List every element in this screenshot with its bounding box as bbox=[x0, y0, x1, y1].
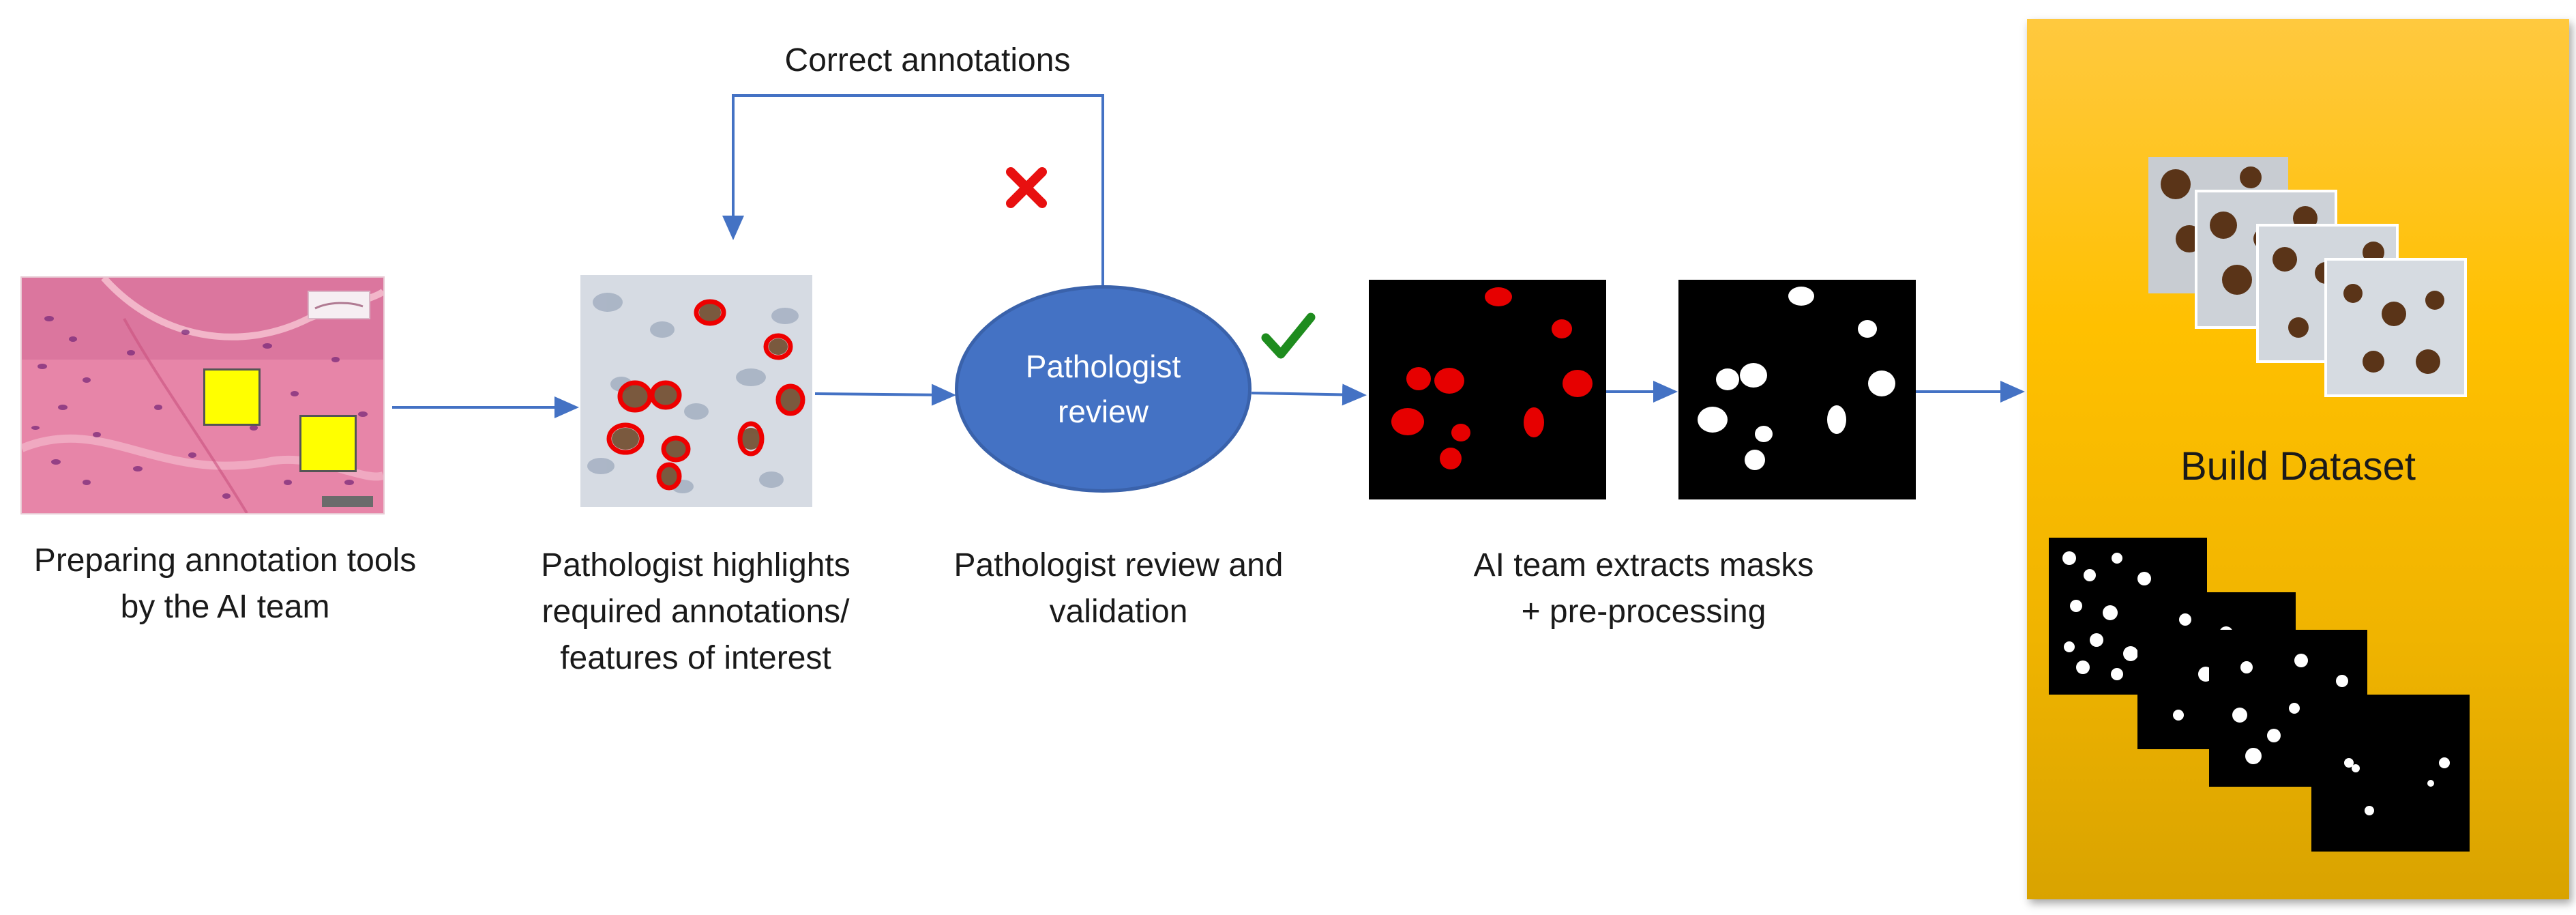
caption-prepare: Preparing annotation tools by the AI tea… bbox=[0, 538, 450, 630]
caption-highlight-line1: Pathologist highlights bbox=[541, 547, 850, 583]
dataset-image-stack bbox=[2148, 157, 2476, 403]
annotation-tool-square-2 bbox=[299, 415, 357, 472]
feedback-label: Correct annotations bbox=[784, 42, 1071, 78]
caption-prepare-line2: by the AI team bbox=[120, 589, 330, 625]
annotated-ihc-image bbox=[580, 275, 812, 507]
arrow-review-to-mask bbox=[1251, 383, 1367, 406]
cross-icon bbox=[1003, 164, 1050, 212]
dataset-mask-stack bbox=[2049, 538, 2499, 852]
caption-review: Pathologist review and validation bbox=[907, 542, 1330, 635]
caption-extract: AI team extracts masks + pre-processing bbox=[1419, 542, 1869, 635]
check-icon bbox=[1260, 310, 1316, 362]
caption-highlight-line3: features of interest bbox=[560, 640, 831, 676]
pathologist-review-node: Pathologist review bbox=[955, 285, 1252, 493]
review-node-line2: review bbox=[1058, 394, 1149, 429]
caption-review-line1: Pathologist review and bbox=[953, 547, 1284, 583]
annotation-tool-square-1 bbox=[203, 368, 261, 426]
binary-mask-image bbox=[1678, 280, 1916, 499]
dataset-title: Build Dataset bbox=[2180, 444, 2416, 489]
caption-review-line2: validation bbox=[1049, 594, 1188, 630]
caption-extract-line2: + pre-processing bbox=[1521, 594, 1766, 630]
caption-extract-line1: AI team extracts masks bbox=[1473, 547, 1814, 583]
review-node-line1: Pathologist bbox=[1025, 349, 1181, 384]
arrow-highlight-to-review bbox=[814, 383, 956, 406]
caption-prepare-line1: Preparing annotation tools bbox=[33, 542, 417, 579]
he-slide-image bbox=[20, 276, 385, 514]
feedback-loop-line bbox=[722, 94, 1104, 285]
caption-highlight: Pathologist highlights required annotati… bbox=[491, 542, 900, 682]
caption-highlight-line2: required annotations/ bbox=[542, 594, 850, 630]
red-mask-image bbox=[1369, 280, 1606, 499]
